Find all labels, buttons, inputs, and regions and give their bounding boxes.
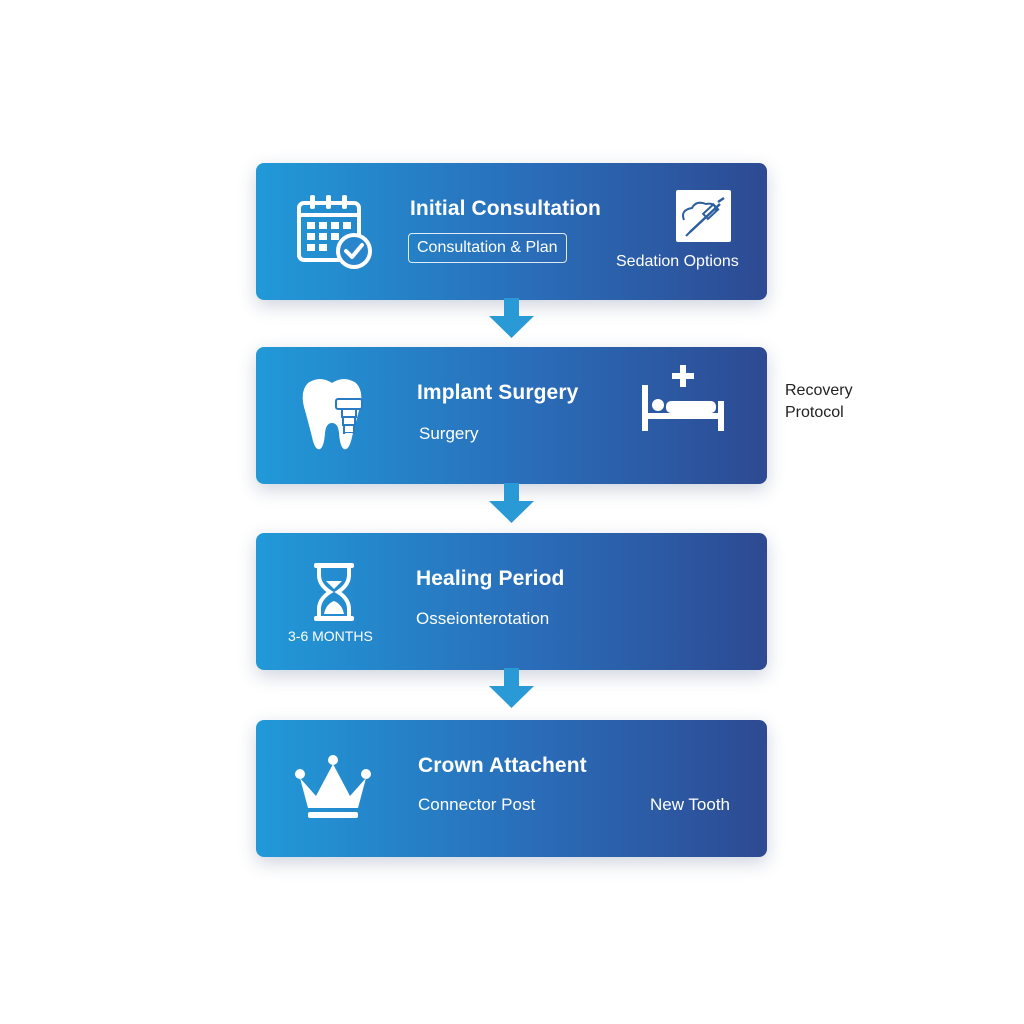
side-note-line2: Protocol [785,404,844,421]
hourglass-icon [314,563,354,621]
step-title: Healing Period [416,567,565,590]
duration-label: 3-6 MONTHS [288,628,373,644]
step-title: Initial Consultation [410,197,601,220]
flow-arrow-icon [489,298,534,338]
step-title: Implant Surgery [417,381,579,404]
step-card-implant-surgery: Implant Surgery Surgery [256,347,767,484]
calendar-check-icon [297,195,372,269]
crown-icon [295,755,371,818]
consultation-plan-tag: Consultation & Plan [408,233,567,263]
hospital-bed-icon [642,365,724,431]
sedation-options-label: Sedation Options [616,253,739,270]
step-subtitle: Connector Post [418,795,536,814]
syringe-icon [682,196,725,237]
step-card-initial-consultation: Initial Consultation Consultation & Plan… [256,163,767,300]
tooth-implant-icon [302,379,363,450]
new-tooth-label: New Tooth [650,795,731,814]
syringe-icon-frame [676,190,731,242]
flow-arrow-icon [489,668,534,708]
step-title: Crown Attachent [418,754,587,777]
recovery-protocol-note: Recovery Protocol [785,380,895,424]
step-subtitle: Surgery [419,424,479,443]
flow-arrow-icon [489,483,534,523]
side-note-line1: Recovery [785,382,853,399]
step-subtitle: Osseionterotation [416,609,550,628]
step-card-crown-attachment: Crown Attachent Connector Post New Tooth [256,720,767,857]
step-card-healing-period: 3-6 MONTHS Healing Period Osseionterotat… [256,533,767,670]
